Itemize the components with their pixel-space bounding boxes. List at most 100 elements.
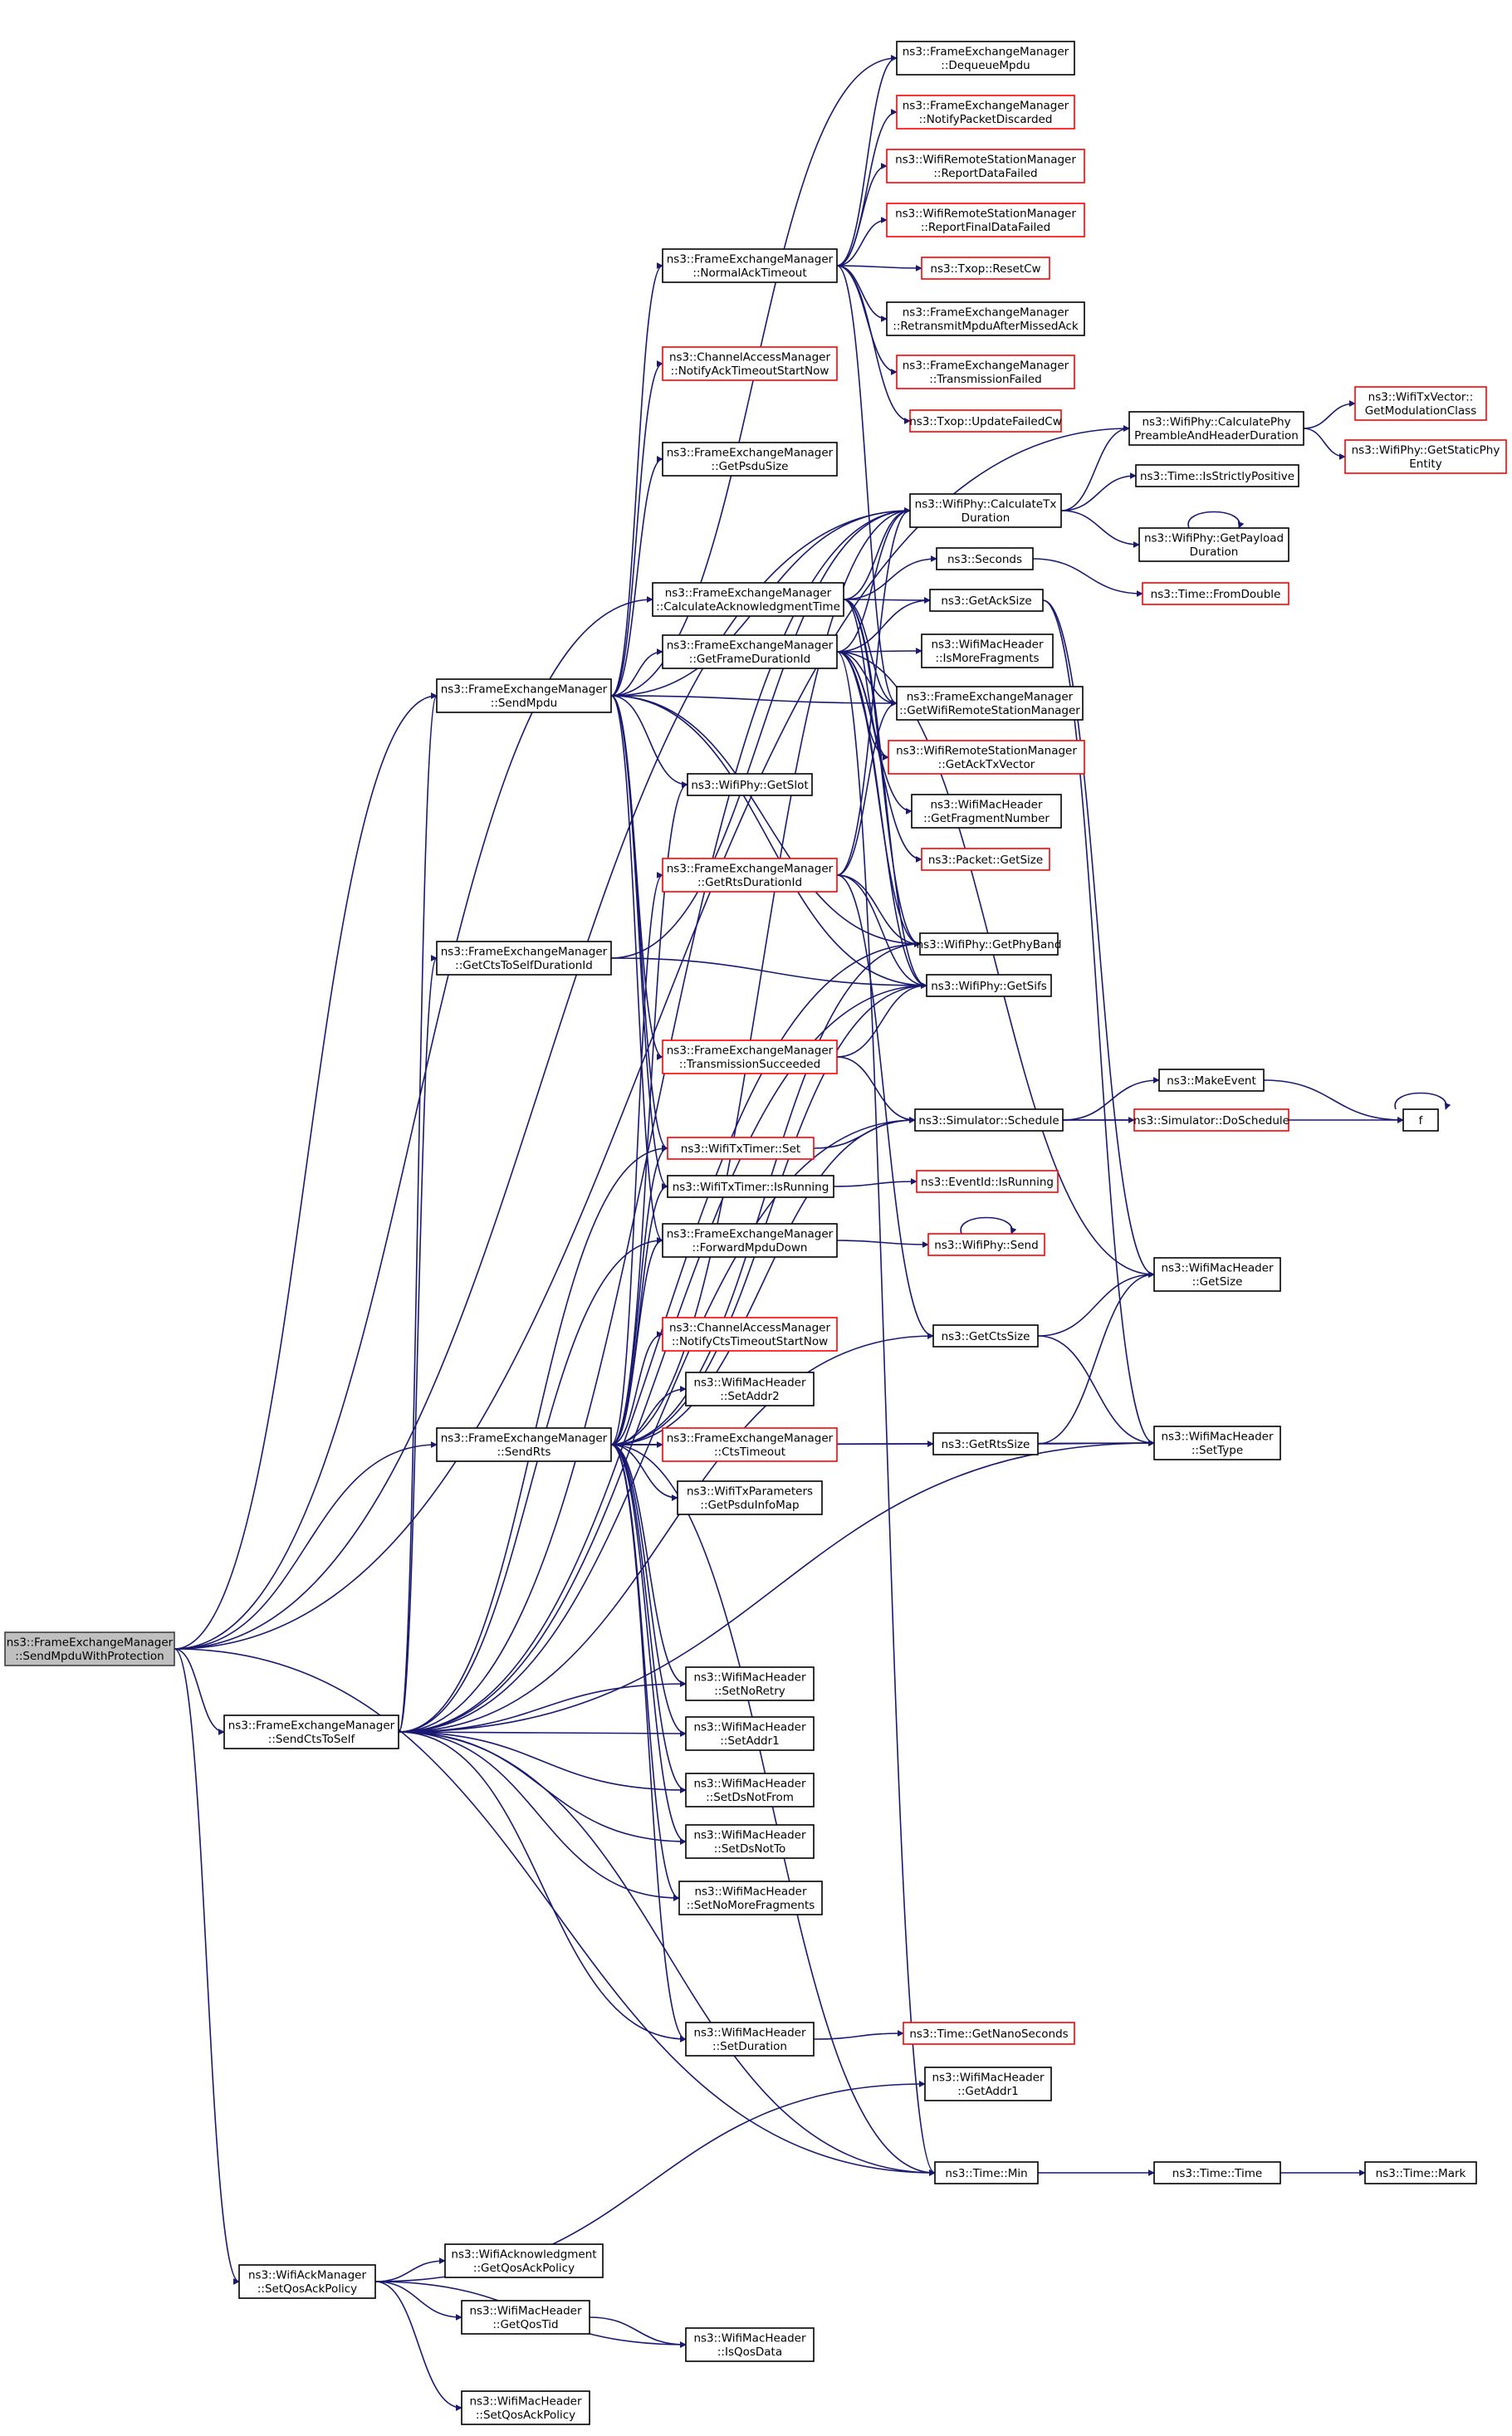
node-label: ns3::WifiPhy::CalculateTx [915,498,1057,511]
node-frame-exchange-manager-forward-mpdu-down[interactable]: ns3::FrameExchangeManager::ForwardMpduDo… [662,1223,838,1258]
node-frame-exchange-manager-get-rts-duration-id[interactable]: ns3::FrameExchangeManager::GetRtsDuratio… [662,858,838,893]
node-packet-get-size[interactable]: ns3::Packet::GetSize [921,848,1050,871]
node-time-mark[interactable]: ns3::Time::Mark [1364,2161,1477,2184]
node-event-id-is-running[interactable]: ns3::EventId::IsRunning [916,1170,1059,1193]
edge-path [836,55,898,267]
nodes-layer: ns3::FrameExchangeManager::SendMpduWithP… [4,41,1507,2425]
node-wifi-mac-header-set-addr2[interactable]: ns3::WifiMacHeader::SetAddr2 [685,1372,815,1406]
node-frame-exchange-manager-get-cts-to-self-duration-id[interactable]: ns3::FrameExchangeManager::GetCtsToSelfD… [436,941,612,976]
edge-sendcts-to-setnomore [398,1731,680,1901]
node-channel-access-manager-notify-cts-timeout-start-now[interactable]: ns3::ChannelAccessManager::NotifyCtsTime… [662,1317,838,1352]
node-wifi-mac-header-set-addr1[interactable]: ns3::WifiMacHeader::SetAddr1 [685,1716,815,1751]
node-time-get-nano-seconds[interactable]: ns3::Time::GetNanoSeconds [903,2022,1075,2045]
node-wifi-mac-header-set-no-retry[interactable]: ns3::WifiMacHeader::SetNoRetry [685,1666,815,1701]
node-wifi-acknowledgment-get-qos-ack-policy[interactable]: ns3::WifiAcknowledgment::GetQosAckPolicy [444,2243,604,2278]
node-txop-reset-cw[interactable]: ns3::Txop::ResetCw [921,257,1050,280]
node-txop-update-failed-cw[interactable]: ns3::Txop::UpdateFailedCw [909,409,1062,433]
node-frame-exchange-manager-dequeue-mpdu[interactable]: ns3::FrameExchangeManager::DequeueMpdu [896,41,1075,76]
node-frame-exchange-manager-notify-packet-discarded[interactable]: ns3::FrameExchangeManager::NotifyPacketD… [896,95,1075,130]
node-channel-access-manager-notify-ack-timeout-start-now[interactable]: ns3::ChannelAccessManager::NotifyAckTime… [662,346,838,381]
node-wifi-mac-header-get-size[interactable]: ns3::WifiMacHeader::GetSize [1153,1257,1281,1292]
node-box [888,740,1085,775]
node-frame-exchange-manager-get-psdu-size[interactable]: ns3::FrameExchangeManager::GetPsduSize [662,442,838,477]
node-frame-exchange-manager-retransmit-mpdu-after-missed-ack[interactable]: ns3::FrameExchangeManager::RetransmitMpd… [886,301,1085,336]
node-wifi-mac-header-set-duration[interactable]: ns3::WifiMacHeader::SetDuration [685,2022,815,2057]
node-wifi-phy-get-sifs[interactable]: ns3::WifiPhy::GetSifs [926,974,1052,997]
node-frame-exchange-manager-get-frame-duration-id[interactable]: ns3::FrameExchangeManager::GetFrameDurat… [662,634,838,669]
edge-getqostid-to-isqosdata [589,2316,687,2348]
node-wifi-mac-header-set-qos-ack-policy[interactable]: ns3::WifiMacHeader::SetQosAckPolicy [461,2390,590,2425]
node-frame-exchange-manager-calculate-acknowledgment-time[interactable]: ns3::FrameExchangeManager::CalculateAckn… [652,582,844,617]
node-get-rts-size[interactable]: ns3::GetRtsSize [932,1432,1039,1455]
node-simulator-schedule[interactable]: ns3::Simulator::Schedule [914,1108,1064,1132]
node-wifi-mac-header-is-qos-data[interactable]: ns3::WifiMacHeader::IsQosData [685,2327,815,2362]
node-label: ns3::WifiPhy::GetPayload [1144,532,1284,545]
node-time-time[interactable]: ns3::Time::Time [1153,2161,1281,2184]
node-wifi-phy-send[interactable]: ns3::WifiPhy::Send [927,1233,1045,1256]
edge-sendcts-to-setduration [398,1731,687,2042]
node-wifi-tx-vector-get-modulation-class[interactable]: ns3::WifiTxVector::GetModulationClass [1354,386,1487,421]
node-frame-exchange-manager-get-wifi-remote-station-manager[interactable]: ns3::FrameExchangeManager::GetWifiRemote… [896,686,1084,721]
node-get-ack-size[interactable]: ns3::GetAckSize [929,589,1044,612]
node-wifi-mac-header-get-qos-tid[interactable]: ns3::WifiMacHeader::GetQosTid [461,2300,590,2335]
node-wifi-mac-header-set-ds-not-to[interactable]: ns3::WifiMacHeader::SetDsNotTo [685,1824,815,1859]
edge-sendmpdu-to-timerset [610,695,668,1152]
node-wifi-phy-get-phy-band[interactable]: ns3::WifiPhy::GetPhyBand [917,932,1062,956]
edge-sendmpdu-to-getframedur [610,648,663,697]
node-wifi-remote-station-manager-report-final-data-failed[interactable]: ns3::WifiRemoteStationManager::ReportFin… [886,203,1085,237]
node-frame-exchange-manager-transmission-succeeded[interactable]: ns3::FrameExchangeManager::TransmissionS… [662,1039,838,1074]
node-label: ::NotifyAckTimeoutStartNow [671,364,829,378]
node-f[interactable]: f [1402,1108,1439,1132]
node-wifi-tx-timer-is-running[interactable]: ns3::WifiTxTimer::IsRunning [667,1175,834,1198]
edge-path [589,2316,687,2348]
edge-path [398,1731,680,1901]
node-wifi-remote-station-manager-get-ack-tx-vector[interactable]: ns3::WifiRemoteStationManager::GetAckTxV… [888,740,1085,775]
node-wifi-mac-header-set-ds-not-from[interactable]: ns3::WifiMacHeader::SetDsNotFrom [685,1773,815,1807]
node-label: ::ReportDataFailed [933,167,1037,180]
node-box [1153,1257,1281,1292]
node-label: ns3::WifiMacHeader [693,1778,806,1791]
edge-path [843,555,937,600]
node-time-from-double[interactable]: ns3::Time::FromDouble [1142,582,1289,605]
node-label: ns3::WifiRemoteStationManager [895,208,1076,221]
edge-path [610,695,668,1190]
node-frame-exchange-manager-cts-timeout[interactable]: ns3::FrameExchangeManager::CtsTimeout [662,1427,838,1462]
node-frame-exchange-manager-transmission-failed[interactable]: ns3::FrameExchangeManager::TransmissionF… [896,355,1075,389]
node-wifi-tx-timer-set[interactable]: ns3::WifiTxTimer::Set [667,1137,815,1160]
node-wifi-mac-header-is-more-fragments[interactable]: ns3::WifiMacHeader::IsMoreFragments [921,633,1054,668]
node-box [1364,2161,1477,2184]
node-wifi-tx-parameters-get-psdu-info-map[interactable]: ns3::WifiTxParameters::GetPsduInfoMap [677,1480,823,1515]
edge-path [836,651,898,707]
node-wifi-mac-header-set-type[interactable]: ns3::WifiMacHeader::SetType [1153,1426,1281,1460]
node-seconds[interactable]: ns3::Seconds [936,547,1034,570]
node-time-min[interactable]: ns3::Time::Min [934,2161,1039,2184]
node-frame-exchange-manager-normal-ack-timeout[interactable]: ns3::FrameExchangeManager::NormalAckTime… [662,248,838,283]
edge-sendmpdu-to-getphyband [610,695,921,947]
node-time-is-strictly-positive[interactable]: ns3::Time::IsStrictlyPositive [1135,464,1299,487]
node-wifi-mac-header-get-fragment-number[interactable]: ns3::WifiMacHeader::GetFragmentNumber [911,794,1062,829]
node-frame-exchange-manager-send-rts[interactable]: ns3::FrameExchangeManager::SendRts [436,1427,612,1462]
node-box [1153,1426,1281,1460]
node-wifi-phy-calculate-phy-preamble-and-header-duration[interactable]: ns3::WifiPhy::CalculatePhyPreambleAndHea… [1128,411,1304,446]
node-wifi-remote-station-manager-report-data-failed[interactable]: ns3::WifiRemoteStationManager::ReportDat… [886,149,1085,183]
node-wifi-mac-header-get-addr1[interactable]: ns3::WifiMacHeader::GetAddr1 [924,2067,1052,2101]
edge-sendmpdu-to-notifyack [610,360,663,697]
node-label: ::TransmissionFailed [929,373,1041,386]
edge-path [610,1444,678,1501]
edge-sendrts-to-timerset [610,1145,668,1445]
node-simulator-do-schedule[interactable]: ns3::Simulator::DoSchedule [1133,1108,1289,1132]
node-box [896,355,1075,389]
node-frame-exchange-manager-send-cts-to-self[interactable]: ns3::FrameExchangeManager::SendCtsToSelf [223,1714,399,1749]
node-get-cts-size[interactable]: ns3::GetCtsSize [932,1324,1039,1348]
node-wifi-phy-get-slot[interactable]: ns3::WifiPhy::GetSlot [687,773,813,796]
node-label: ns3::FrameExchangeManager [667,1044,834,1058]
edge-path [843,507,911,600]
node-wifi-mac-header-set-no-more-fragments[interactable]: ns3::WifiMacHeader::SetNoMoreFragments [678,1881,823,1915]
node-frame-exchange-manager-send-mpdu[interactable]: ns3::FrameExchangeManager::SendMpdu [436,678,612,713]
node-make-event[interactable]: ns3::MakeEvent [1158,1069,1265,1092]
node-wifi-ack-manager-set-qos-ack-policy[interactable]: ns3::WifiAckManager::SetQosAckPolicy [238,2264,376,2299]
node-frame-exchange-manager-send-mpdu-with-protection[interactable]: ns3::FrameExchangeManager::SendMpduWithP… [4,1631,175,1666]
